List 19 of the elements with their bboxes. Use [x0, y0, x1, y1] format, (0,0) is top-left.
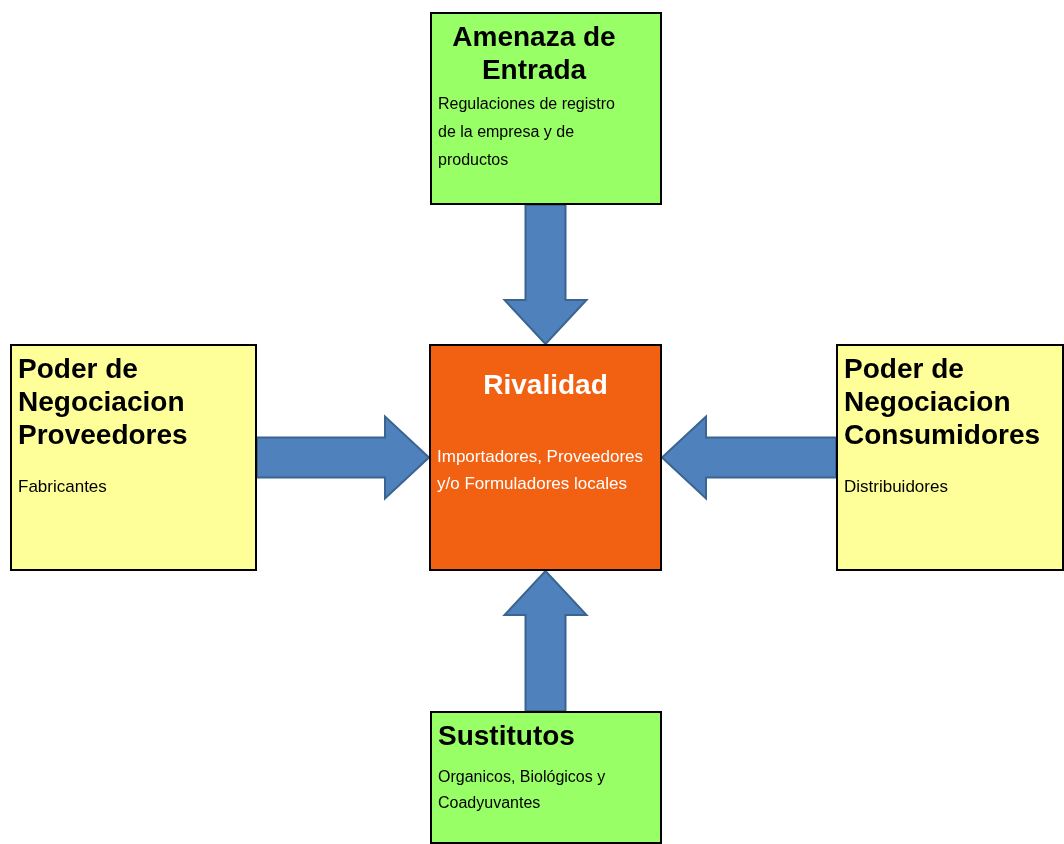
box-heading: Sustitutos — [438, 719, 576, 753]
box-heading: Poder de Negociacion Consumidores — [844, 352, 1042, 452]
force-box — [430, 711, 662, 844]
box-heading: Rivalidad — [482, 368, 609, 402]
block-arrow — [502, 204, 589, 346]
force-box — [10, 344, 257, 571]
box-description: Organicos, Biológicos y Coadyuvantes — [438, 767, 607, 813]
force-box — [836, 344, 1064, 571]
box-description: Regulaciones de registro de la empresa y de productos — [438, 94, 616, 171]
box-description: Fabricantes — [18, 476, 108, 499]
block-arrow — [660, 414, 837, 501]
force-box — [429, 344, 662, 571]
box-description: Distribuidores — [844, 476, 949, 499]
block-arrow — [502, 569, 589, 712]
force-box — [430, 12, 662, 205]
block-arrow — [256, 414, 431, 501]
box-heading: Poder de Negociacion Proveedores — [18, 352, 189, 452]
box-heading: Amenaza de Entrada — [451, 20, 617, 87]
box-description: Importadores, Proveedores y/o Formuladores locales — [437, 446, 644, 496]
